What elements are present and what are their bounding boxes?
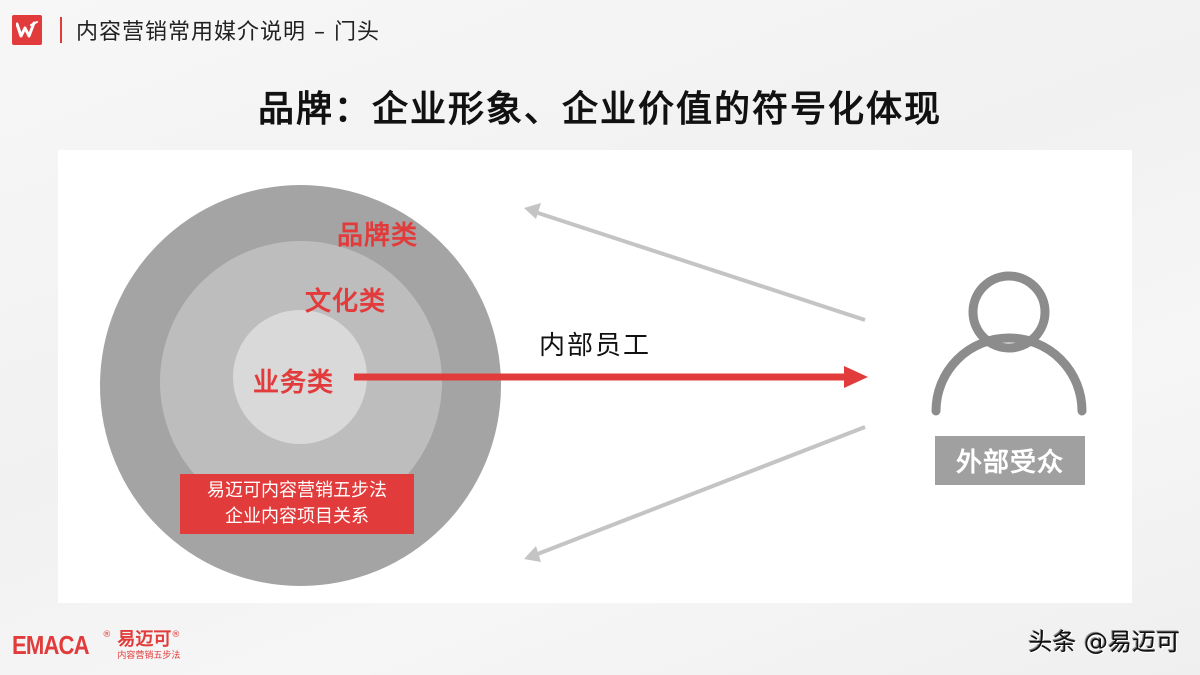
caption-box: 易迈可内容营销五步法 企业内容项目关系: [180, 474, 414, 534]
gray-arrow-upper-icon: [524, 203, 866, 322]
external-audience-badge: 外部受众: [935, 436, 1085, 485]
registered-mark: ®: [102, 630, 112, 640]
ring-inner-business: [233, 310, 367, 444]
brand-cn: 易迈可: [117, 629, 172, 650]
ring-label-brand: 品牌类: [337, 221, 419, 251]
emaca-logo: EMACA ® 易迈可® 内容营销五步法: [12, 630, 180, 662]
gray-arrow-lower-icon: [524, 425, 866, 562]
caption-line-1: 易迈可内容营销五步法: [207, 480, 387, 501]
person-icon: [931, 271, 1087, 416]
toutiao-watermark: 头条 @易迈可: [1028, 628, 1180, 656]
internal-staff-label: 内部员工: [539, 331, 652, 361]
red-arrow-icon: [354, 366, 868, 388]
wps-w-logo-icon: [12, 15, 42, 45]
ring-label-culture: 文化类: [305, 287, 387, 317]
header-divider: [60, 17, 62, 43]
header-title: 内容营销常用媒介说明 – 门头: [76, 20, 380, 45]
ring-label-business: 业务类: [253, 368, 335, 398]
slide-title: 品牌：企业形象、企业价值的符号化体现: [257, 89, 942, 130]
brand-en: EMACA: [12, 630, 90, 660]
slide-header: 内容营销常用媒介说明 – 门头: [12, 14, 380, 46]
caption-line-2: 企业内容项目关系: [225, 506, 369, 527]
brand-subtitle: 内容营销五步法: [117, 651, 181, 661]
registered-mark-cn: ®: [171, 630, 181, 640]
